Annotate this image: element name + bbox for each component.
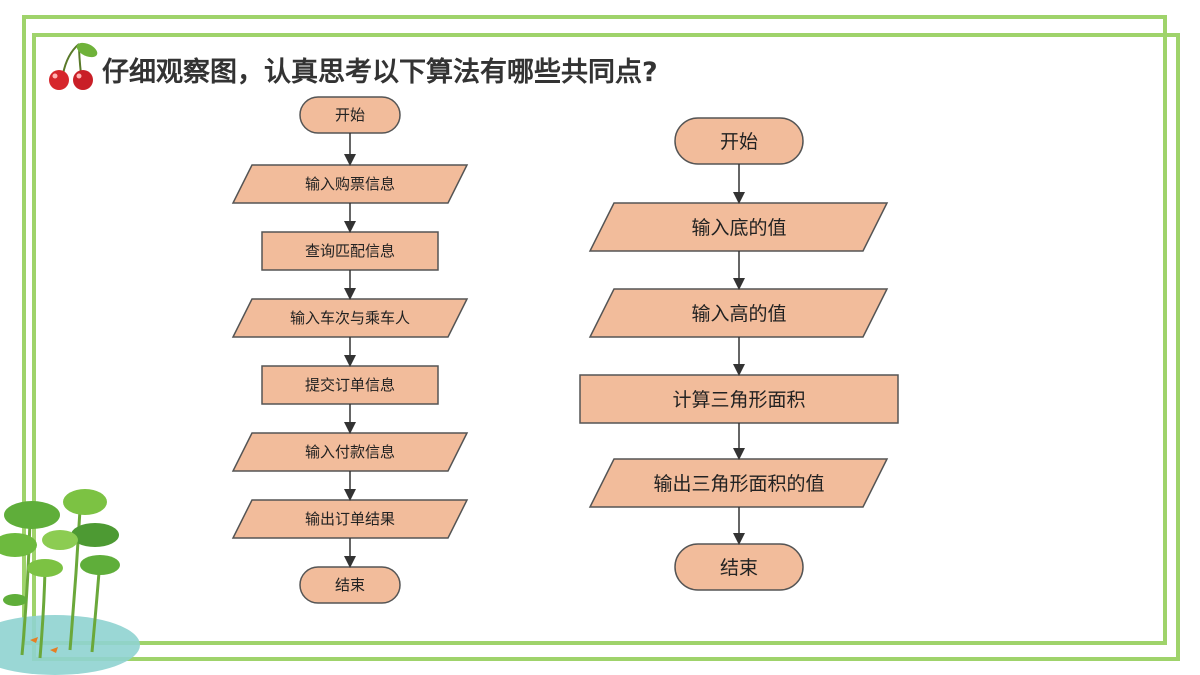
- left-step-1-label: 输入购票信息: [305, 175, 395, 193]
- right-start-label: 开始: [720, 131, 758, 153]
- left-step-5-node: [231, 432, 469, 472]
- right-step-2-node: [588, 288, 889, 338]
- left-step-2-label: 查询匹配信息: [305, 242, 395, 260]
- right-step-4-label: 输出三角形面积的值: [653, 473, 824, 495]
- right-end-label: 结束: [720, 557, 758, 579]
- left-step-6-label: 输出订单结果: [305, 510, 395, 528]
- left-end-label: 结束: [335, 576, 365, 594]
- flowchart-right: [579, 117, 899, 591]
- right-step-1-node: [588, 202, 889, 252]
- right-step-4-node: [588, 458, 889, 508]
- outer-frame: [22, 15, 1167, 645]
- right-step-1-label: 输入底的值: [691, 217, 786, 239]
- left-step-3-node: [231, 298, 469, 338]
- left-step-4-label: 提交订单信息: [305, 376, 395, 394]
- left-step-5-label: 输入付款信息: [305, 443, 395, 461]
- right-step-2-label: 输入高的值: [691, 303, 786, 325]
- inner-frame: [32, 33, 1180, 661]
- left-step-4-node: [261, 365, 439, 405]
- left-start-label: 开始: [335, 106, 365, 124]
- left-step-3-label: 输入车次与乘车人: [290, 309, 410, 327]
- page-title: 仔细观察图，认真思考以下算法有哪些共同点?: [102, 57, 658, 88]
- left-step-6-node: [231, 499, 469, 539]
- left-step-1-node: [231, 164, 469, 204]
- flowchart-left: [231, 96, 469, 604]
- left-step-2-node: [261, 231, 439, 271]
- cherry-icon: [49, 42, 98, 90]
- right-step-3-label: 计算三角形面积: [672, 389, 805, 411]
- right-step-3-node: [579, 374, 899, 424]
- lotus-leaves-decoration: [0, 489, 140, 675]
